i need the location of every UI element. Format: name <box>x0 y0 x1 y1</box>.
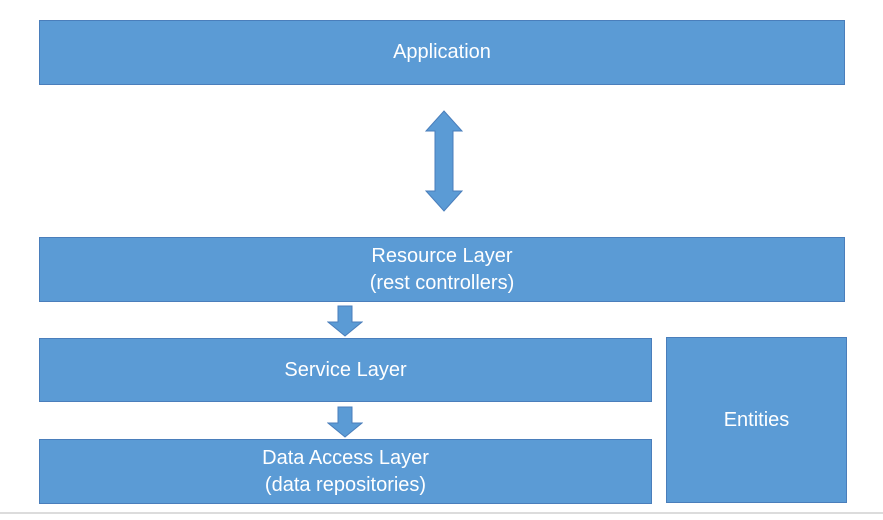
box-resource-layer: Resource Layer (rest controllers) <box>39 237 845 302</box>
box-resource-layer-label: Resource Layer <box>371 244 513 267</box>
box-application: Application <box>39 20 845 85</box>
box-resource-layer-sublabel: (rest controllers) <box>369 271 515 294</box>
box-entities-label: Entities <box>723 408 790 431</box>
box-service-layer: Service Layer <box>39 338 652 402</box>
box-data-access-layer-label: Data Access Layer <box>262 446 429 469</box>
down-arrow-icon <box>327 305 363 337</box>
box-application-label: Application <box>393 41 491 63</box>
box-data-access-layer: Data Access Layer (data repositories) <box>39 439 652 504</box>
box-entities: Entities <box>666 337 847 503</box>
box-service-layer-label: Service Layer <box>284 358 407 381</box>
bottom-rule-divider <box>0 512 883 514</box>
double-vertical-arrow-icon <box>425 110 463 212</box>
down-arrow-icon <box>327 406 363 438</box>
box-data-access-layer-sublabel: (data repositories) <box>264 473 427 496</box>
